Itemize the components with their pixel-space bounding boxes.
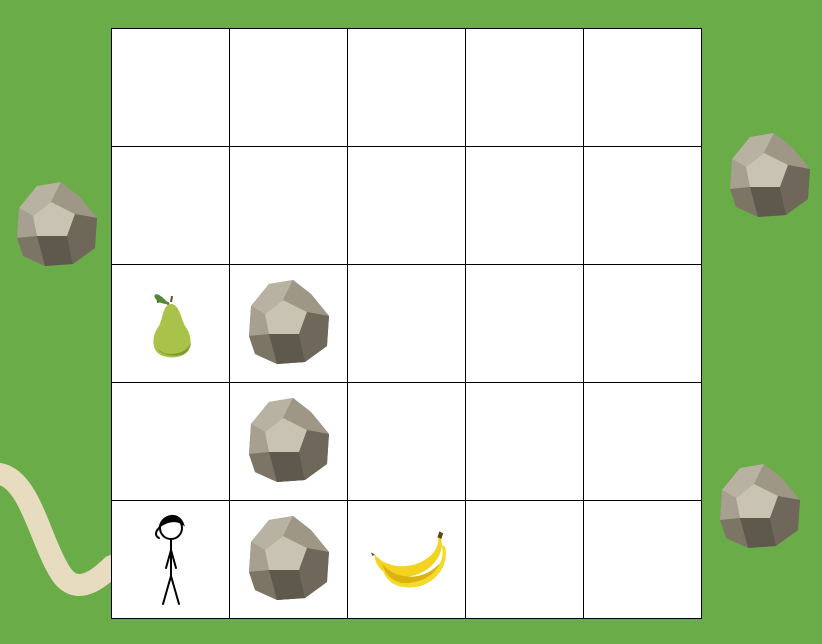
dirt-path (0, 463, 123, 596)
bananas-icon (370, 530, 446, 588)
grid-cell[interactable] (348, 265, 466, 383)
rock-icon (730, 133, 810, 217)
grid-cell[interactable] (112, 501, 230, 619)
grid-cell[interactable] (112, 29, 230, 147)
grid-cell[interactable] (112, 383, 230, 501)
grid-cell[interactable] (466, 147, 584, 265)
grid-cell[interactable] (230, 29, 348, 147)
grid-cell[interactable] (584, 383, 702, 501)
grid-cell[interactable] (466, 501, 584, 619)
grid-cell[interactable] (348, 501, 466, 619)
grid-cell[interactable] (348, 29, 466, 147)
grid-cell[interactable] (466, 383, 584, 501)
rock-icon (17, 182, 97, 266)
grid-cell[interactable] (112, 147, 230, 265)
grid-cell[interactable] (230, 147, 348, 265)
grid-cell[interactable] (112, 265, 230, 383)
grid-cell[interactable] (466, 29, 584, 147)
grid-cell[interactable] (348, 383, 466, 501)
grid-cell[interactable] (348, 147, 466, 265)
pear-icon (151, 292, 192, 359)
grid-cell[interactable] (584, 501, 702, 619)
grid-cell[interactable] (584, 29, 702, 147)
game-board (111, 28, 702, 619)
grid-cell[interactable] (230, 383, 348, 501)
grid-cell[interactable] (584, 265, 702, 383)
grid-cell[interactable] (584, 147, 702, 265)
rock-icon (248, 515, 329, 600)
stick-figure-player[interactable] (151, 512, 191, 608)
grid-cell[interactable] (230, 265, 348, 383)
rock-icon (720, 464, 800, 548)
rock-icon (248, 279, 329, 364)
grid-cell[interactable] (230, 501, 348, 619)
rock-icon (248, 397, 329, 482)
grid-cell[interactable] (466, 265, 584, 383)
